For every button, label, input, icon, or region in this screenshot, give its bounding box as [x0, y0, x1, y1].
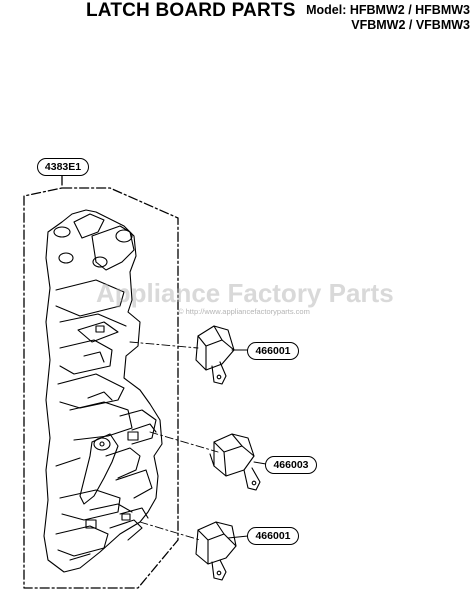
micro-switch-466001-upper: [195, 325, 235, 385]
micro-switch-466001-lower: [195, 521, 237, 581]
part-callout-466003: 466003: [265, 456, 317, 474]
model-numbers-line-1: Model: HFBMW2 / HFBMW3: [306, 3, 470, 17]
part-callout-466001-lower: 466001: [247, 527, 299, 545]
part-callout-466001-upper: 466001: [247, 342, 299, 360]
latch-board: [43, 209, 163, 573]
watermark-url: © http://www.appliancefactoryparts.com: [178, 307, 310, 316]
model-numbers-line-2: VFBMW2 / VFBMW3: [351, 18, 470, 32]
micro-switch-466003: [209, 433, 261, 491]
page-title: LATCH BOARD PARTS: [86, 0, 296, 21]
watermark-text: Appliance Factory Parts: [96, 278, 394, 308]
assembly-outline: [23, 175, 179, 589]
part-callout-4383E1: 4383E1: [37, 158, 89, 176]
